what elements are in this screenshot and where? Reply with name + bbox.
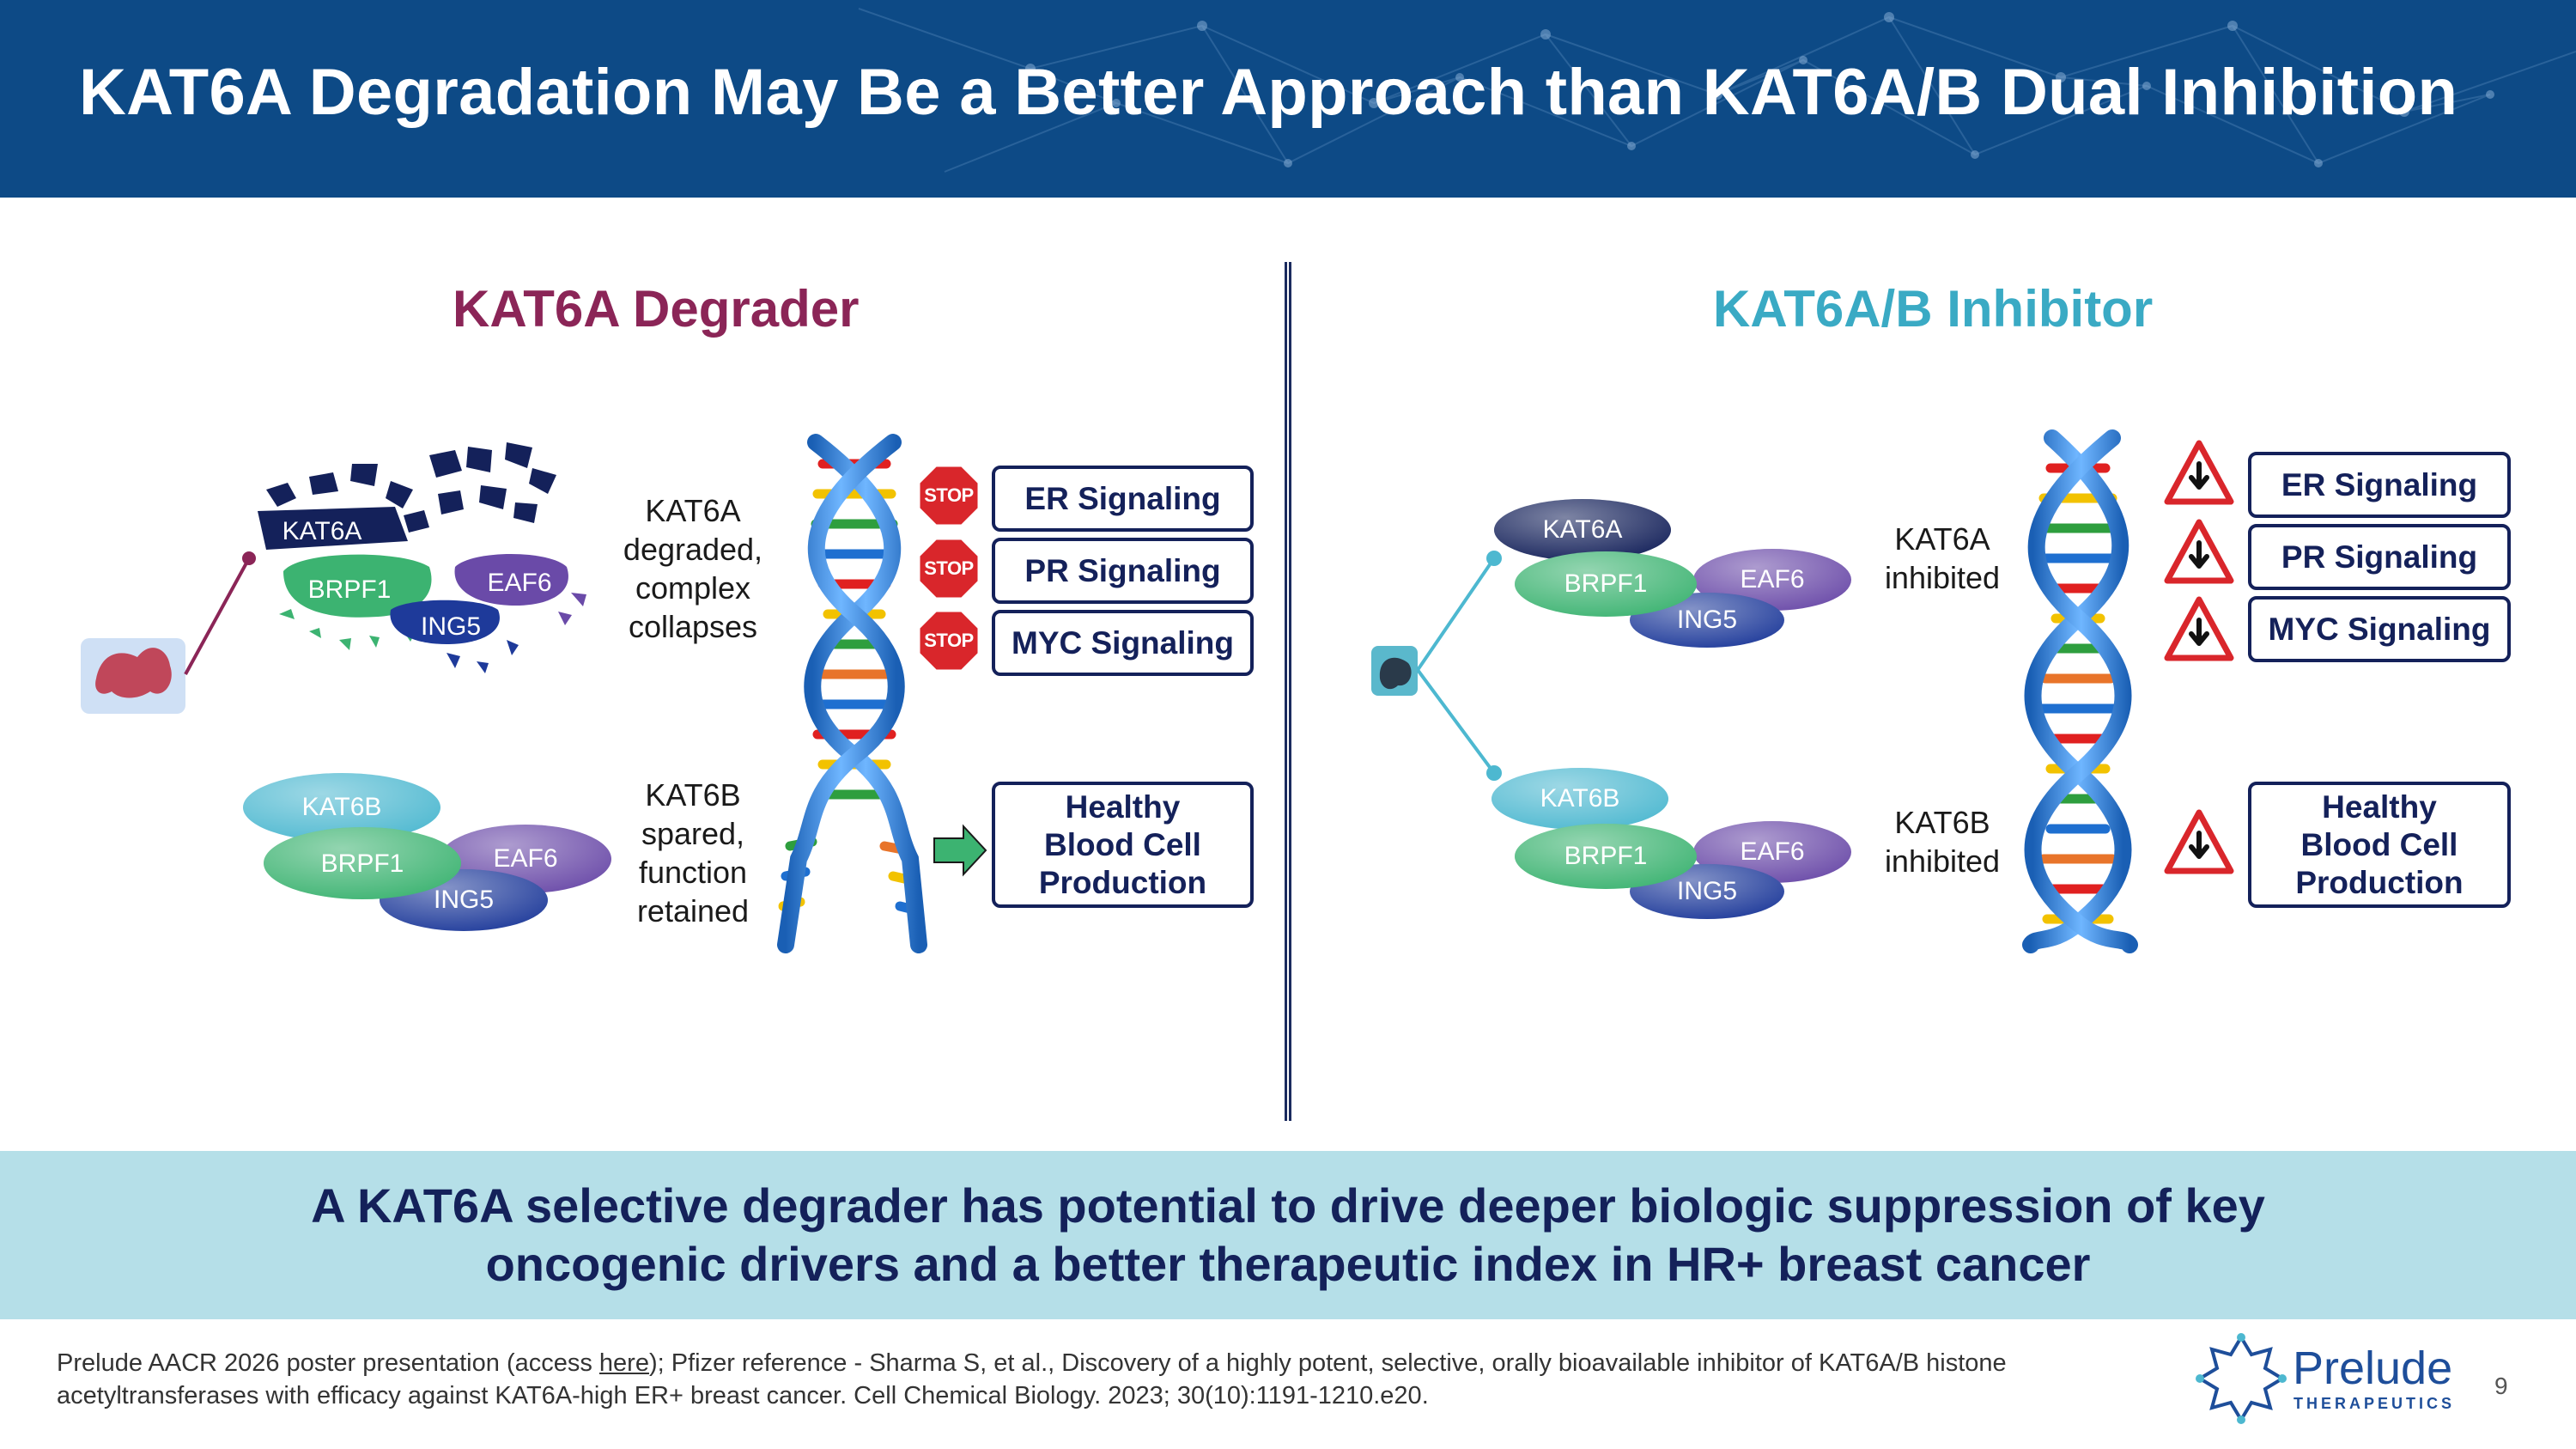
inhibitor-molecule-icon: [1371, 646, 1418, 696]
footer-reference: Prelude AACR 2026 poster presentation (a…: [57, 1347, 2186, 1412]
prelude-logo-icon: [2196, 1333, 2287, 1424]
er-signaling-box: ER Signaling: [992, 466, 1254, 532]
slide-title: KAT6A Degradation May Be a Better Approa…: [79, 56, 2458, 129]
eaf6-pill: EAF6: [1740, 565, 1805, 594]
conclusion-banner: [0, 1151, 2576, 1319]
stop-sign-icon: STOP: [917, 609, 981, 673]
myc-signaling-box: MYC Signaling: [2248, 596, 2511, 662]
warning-down-arrow-icon: [2164, 519, 2234, 584]
pr-signaling-box: PR Signaling: [2248, 524, 2511, 590]
here-link[interactable]: here: [598, 1349, 649, 1377]
ing5-pill: ING5: [1676, 877, 1738, 905]
pr-signaling-box: PR Signaling: [992, 538, 1254, 604]
warning-down-arrow-icon: [2164, 596, 2234, 661]
eaf6-pill: EAF6: [493, 844, 558, 873]
network-background-graphic: [858, 8, 2576, 173]
brpf1-pill: BRPF1: [1564, 842, 1648, 870]
diagram-graphics: [81, 429, 2138, 953]
kat6b-pill: KAT6B: [1540, 784, 1620, 813]
stop-sign-icon: STOP: [917, 464, 981, 527]
section-divider: [1285, 262, 1291, 1121]
ing5-pill: ING5: [433, 886, 495, 914]
warning-down-arrow-icon: [2164, 809, 2234, 874]
footer-text: Prelude AACR 2026 poster presentation (a…: [57, 1349, 599, 1377]
brpf1-pill: BRPF1: [1564, 569, 1648, 598]
page-number: 9: [2494, 1373, 2508, 1399]
footer-text: ); Pfizer reference - Sharma S, et al., …: [57, 1349, 2007, 1409]
kat6a-pill: KAT6A: [1542, 515, 1623, 544]
myc-signaling-box: MYC Signaling: [992, 610, 1254, 676]
ing5-label: ING5: [420, 612, 482, 641]
logo-name: Prelude: [2293, 1342, 2453, 1394]
kat6a-fragments-icon: [258, 442, 556, 550]
inhibitor-section-title: KAT6A/B Inhibitor: [1713, 280, 2154, 338]
ing5-pill: ING5: [1676, 606, 1738, 634]
stop-sign-icon: STOP: [917, 537, 981, 600]
brpf1-label: BRPF1: [307, 575, 392, 604]
logo-subtitle: THERAPEUTICS: [2293, 1395, 2456, 1412]
right-arrow-icon: [933, 824, 987, 877]
ing5-fragments-icon: [390, 600, 519, 673]
degrader-molecule-icon: [81, 638, 185, 714]
eaf6-fragments-icon: [454, 554, 586, 625]
eaf6-label: EAF6: [487, 568, 552, 597]
conclusion-text: A KAT6A selective degrader has potential…: [311, 1178, 2265, 1291]
warning-down-arrow-icon: [2164, 440, 2234, 505]
eaf6-pill: EAF6: [1740, 837, 1805, 866]
er-signaling-box: ER Signaling: [2248, 452, 2511, 518]
degrader-section-title: KAT6A Degrader: [453, 280, 860, 338]
dna-helix-icon: [777, 434, 927, 953]
dna-helix-icon: [2022, 429, 2138, 953]
kat6b-pill: KAT6B: [301, 793, 382, 821]
brpf1-pill: BRPF1: [320, 849, 404, 878]
kat6a-label: KAT6A: [282, 516, 362, 545]
header-banner: KAT6A Degradation May Be a Better Approa…: [0, 0, 2576, 198]
degrader-link-line: [184, 557, 251, 675]
